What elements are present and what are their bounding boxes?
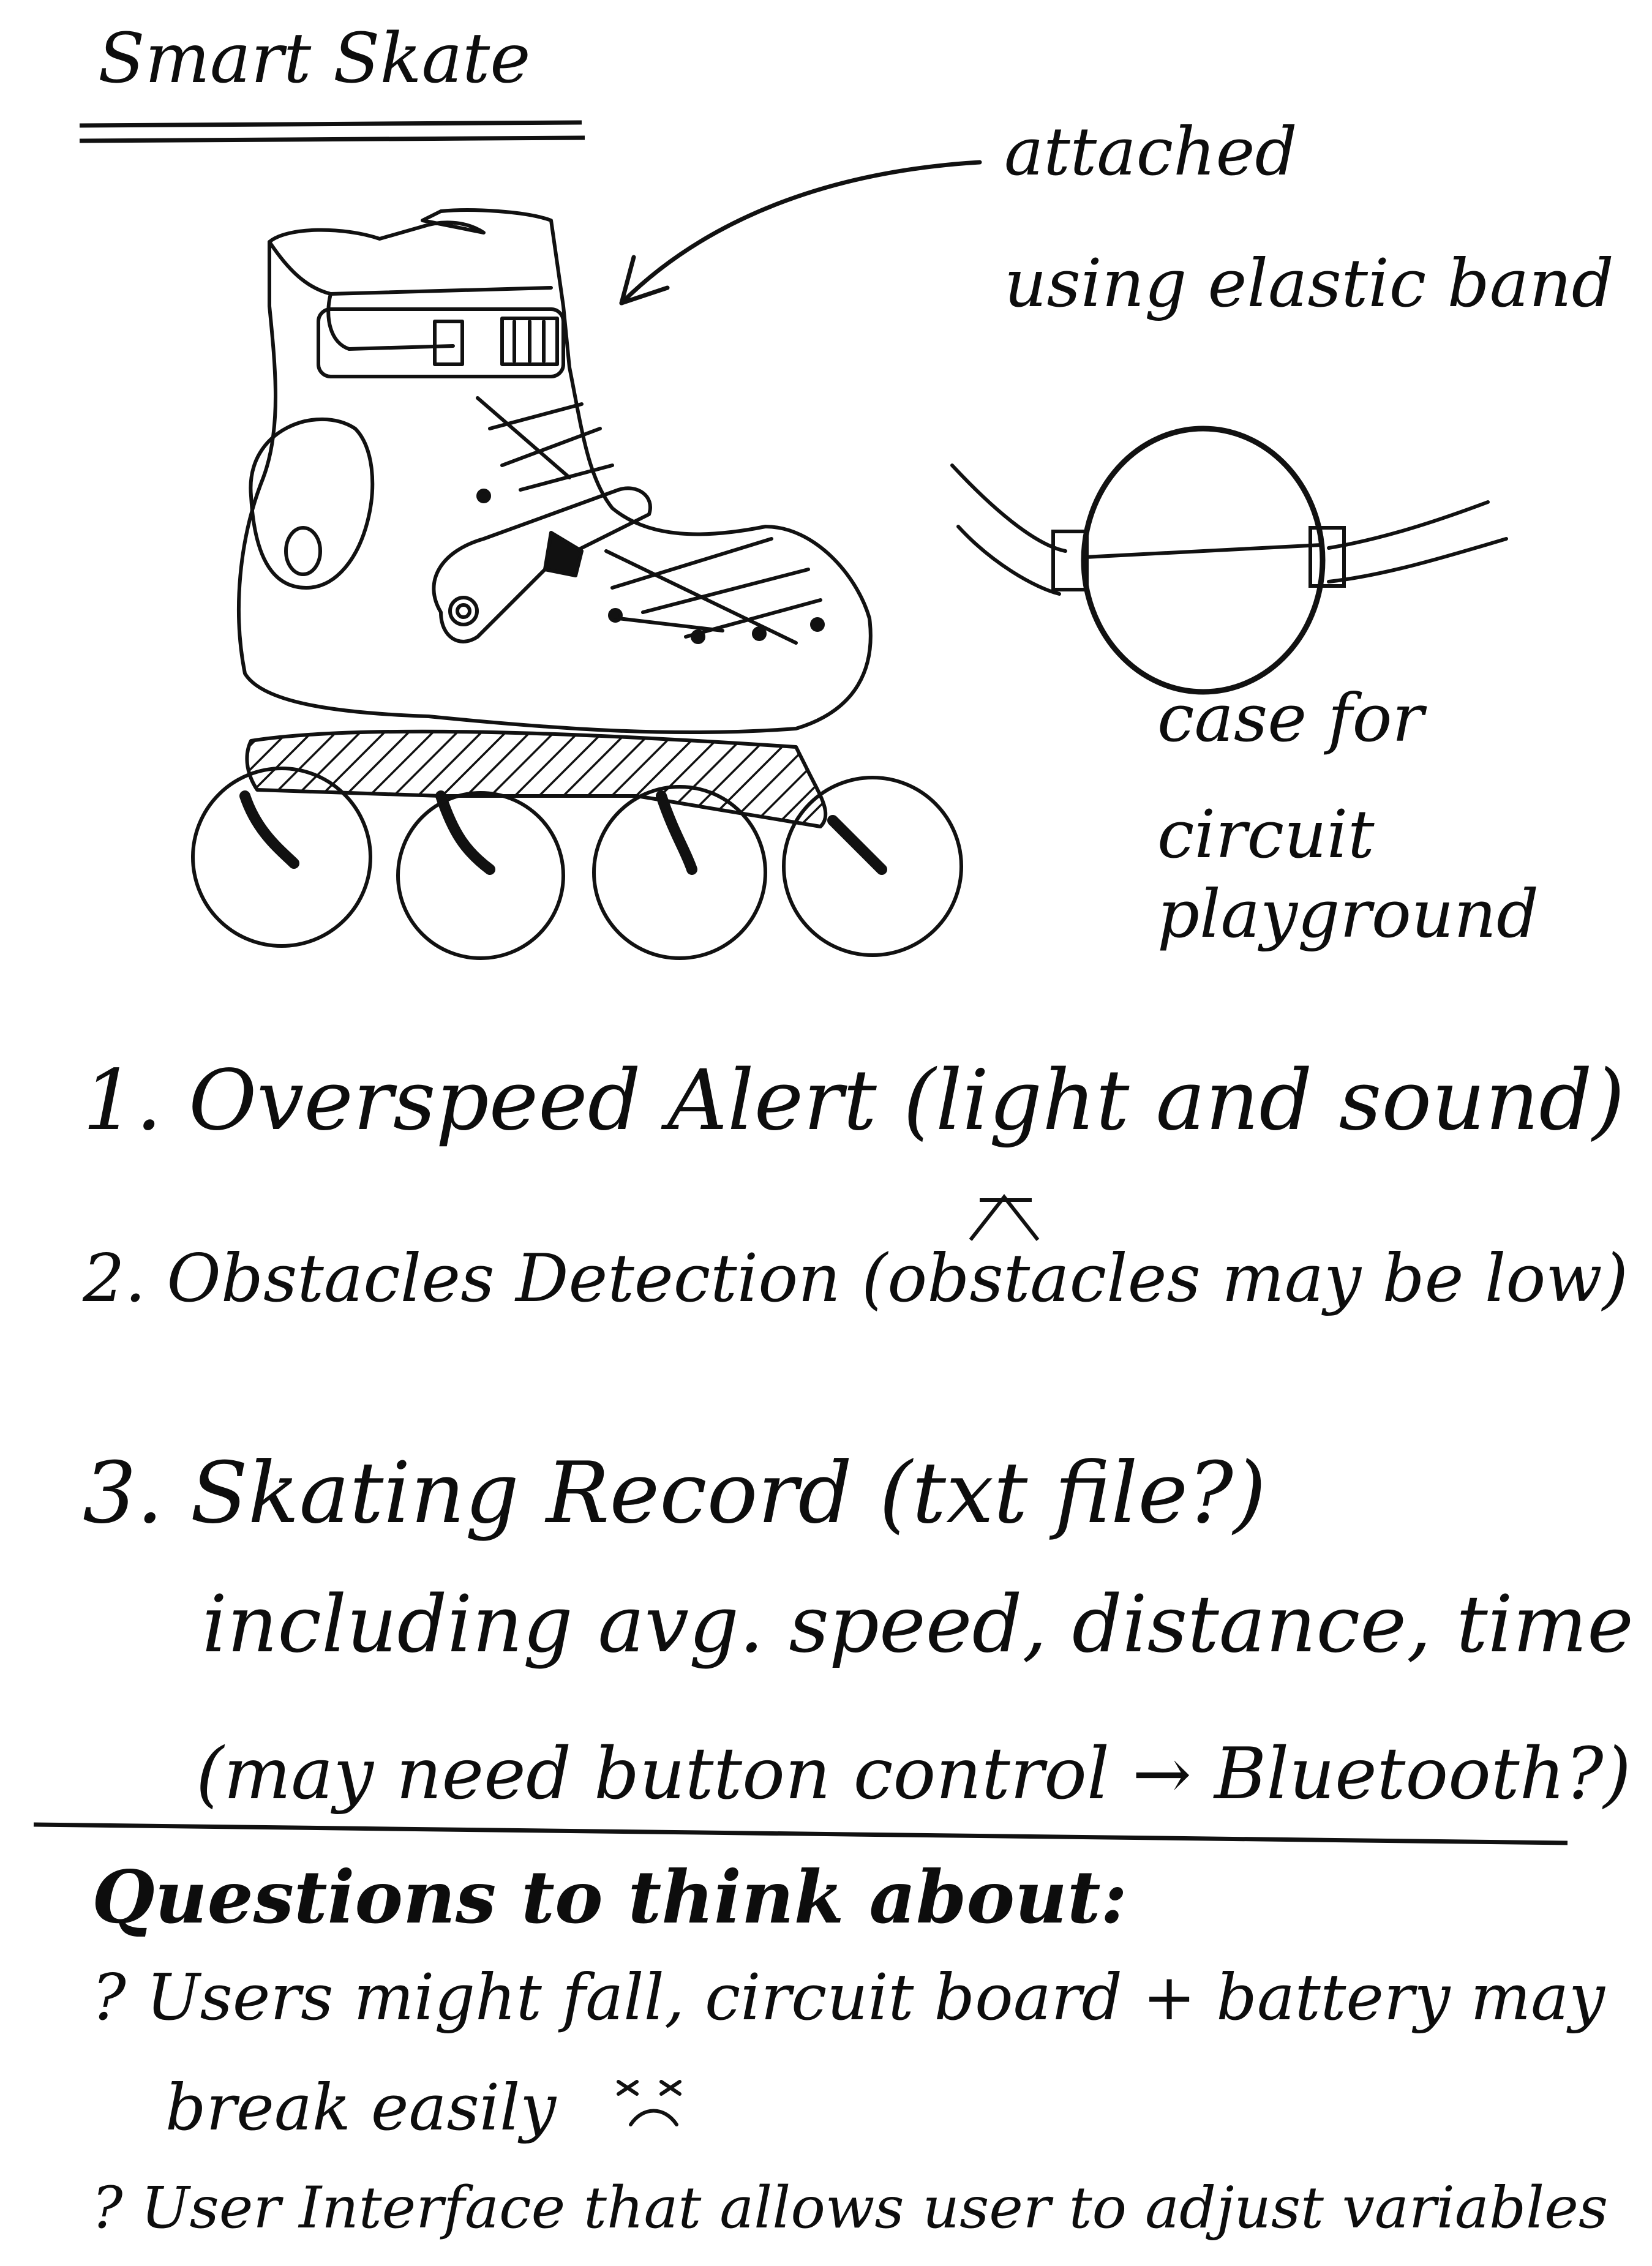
caret-insert-icon bbox=[969, 1194, 1040, 1241]
feature-overspeed-alert: 1. Overspeed Alert (light and sound) bbox=[83, 1052, 1625, 1149]
questions-heading: Questions to think about: bbox=[92, 1855, 1128, 1940]
section-divider bbox=[33, 1822, 1568, 1845]
circuit-case-sketch bbox=[950, 426, 1508, 695]
page-title: Smart Skate bbox=[98, 19, 531, 99]
feature-skating-record-note: (may need button control → Bluetooth?) bbox=[196, 1733, 1631, 1815]
question-item-1: ? Users might fall, circuit board + batt… bbox=[92, 1960, 1605, 2035]
sad-face-icon bbox=[617, 2080, 681, 2126]
annotation-playground: playground bbox=[1157, 876, 1539, 953]
feature-skating-record-detail: including avg. speed, distance, time bbox=[202, 1579, 1634, 1670]
question-item-1-continued: break easily bbox=[165, 2070, 557, 2145]
annotation-attached: attached bbox=[1004, 114, 1297, 190]
arrow-icon bbox=[619, 160, 982, 306]
annotation-elastic-band: using elastic band bbox=[1004, 246, 1614, 322]
annotation-circuit: circuit bbox=[1157, 797, 1375, 873]
title-underline bbox=[79, 120, 585, 143]
annotation-case-for: case for bbox=[1157, 680, 1424, 757]
feature-obstacles-detection: 2. Obstacles Detection (obstacles may be… bbox=[83, 1240, 1628, 1317]
feature-skating-record: 3. Skating Record (txt file?) bbox=[83, 1444, 1266, 1542]
inline-skate-sketch bbox=[191, 208, 963, 960]
question-item-2: ? User Interface that allows user to adj… bbox=[92, 2175, 1609, 2242]
